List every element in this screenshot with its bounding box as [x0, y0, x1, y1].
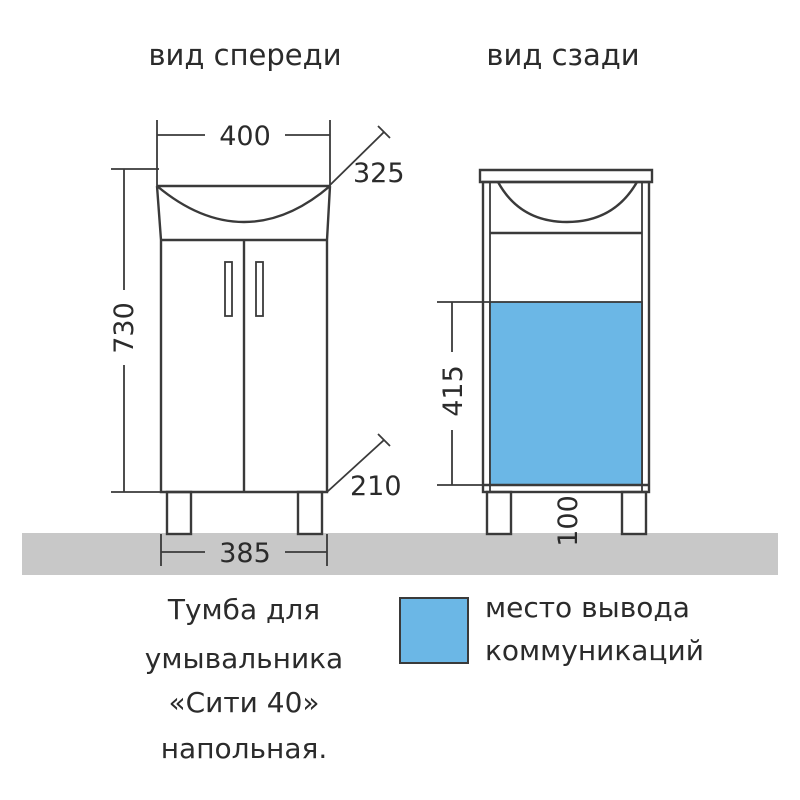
communication-zone: [489, 301, 643, 486]
floor-strip: [22, 533, 778, 575]
back-basin-bowl: [496, 181, 639, 224]
product-caption: Тумба для умывальника «Сити 40» напольна…: [145, 593, 343, 765]
depth-top-label: 325: [353, 158, 405, 189]
depth-top-diagonal: [326, 131, 385, 189]
width-bottom-label: 385: [219, 538, 271, 569]
back-right-leg: [620, 490, 648, 536]
right-door-handle: [255, 261, 264, 317]
front-view-title: вид спереди: [148, 38, 341, 72]
depth-bottom-label: 210: [350, 471, 402, 502]
height-label: 730: [109, 302, 140, 354]
back-countertop: [478, 168, 654, 184]
depth-bottom-tick: [377, 433, 391, 447]
caption-line-1: Тумба для: [167, 593, 320, 626]
depth-top-tick: [377, 125, 391, 139]
back-view: 415 100: [437, 168, 654, 547]
caption-line-4: напольная.: [161, 732, 328, 765]
front-left-leg: [165, 490, 193, 536]
back-view-title: вид сзади: [486, 38, 639, 72]
legend-swatch: [399, 597, 469, 664]
legend-line-1: место вывода: [485, 591, 690, 624]
back-cabinet-body: [481, 180, 651, 494]
caption-line-3: «Сити 40»: [168, 686, 319, 719]
legend: место вывода коммуникаций: [399, 591, 704, 667]
zone-height-label: 415: [438, 365, 469, 417]
caption-line-2: умывальника: [145, 642, 343, 675]
front-basin-bowl: [156, 185, 331, 224]
back-left-leg: [485, 490, 513, 536]
left-door-handle: [224, 261, 233, 317]
width-top-label: 400: [219, 121, 271, 152]
front-right-leg: [296, 490, 324, 536]
leg-height-label: 100: [553, 495, 584, 547]
legend-line-2: коммуникаций: [485, 634, 704, 667]
front-view: 400 325 730 210 385: [109, 120, 405, 569]
depth-bottom-diagonal: [326, 439, 385, 493]
